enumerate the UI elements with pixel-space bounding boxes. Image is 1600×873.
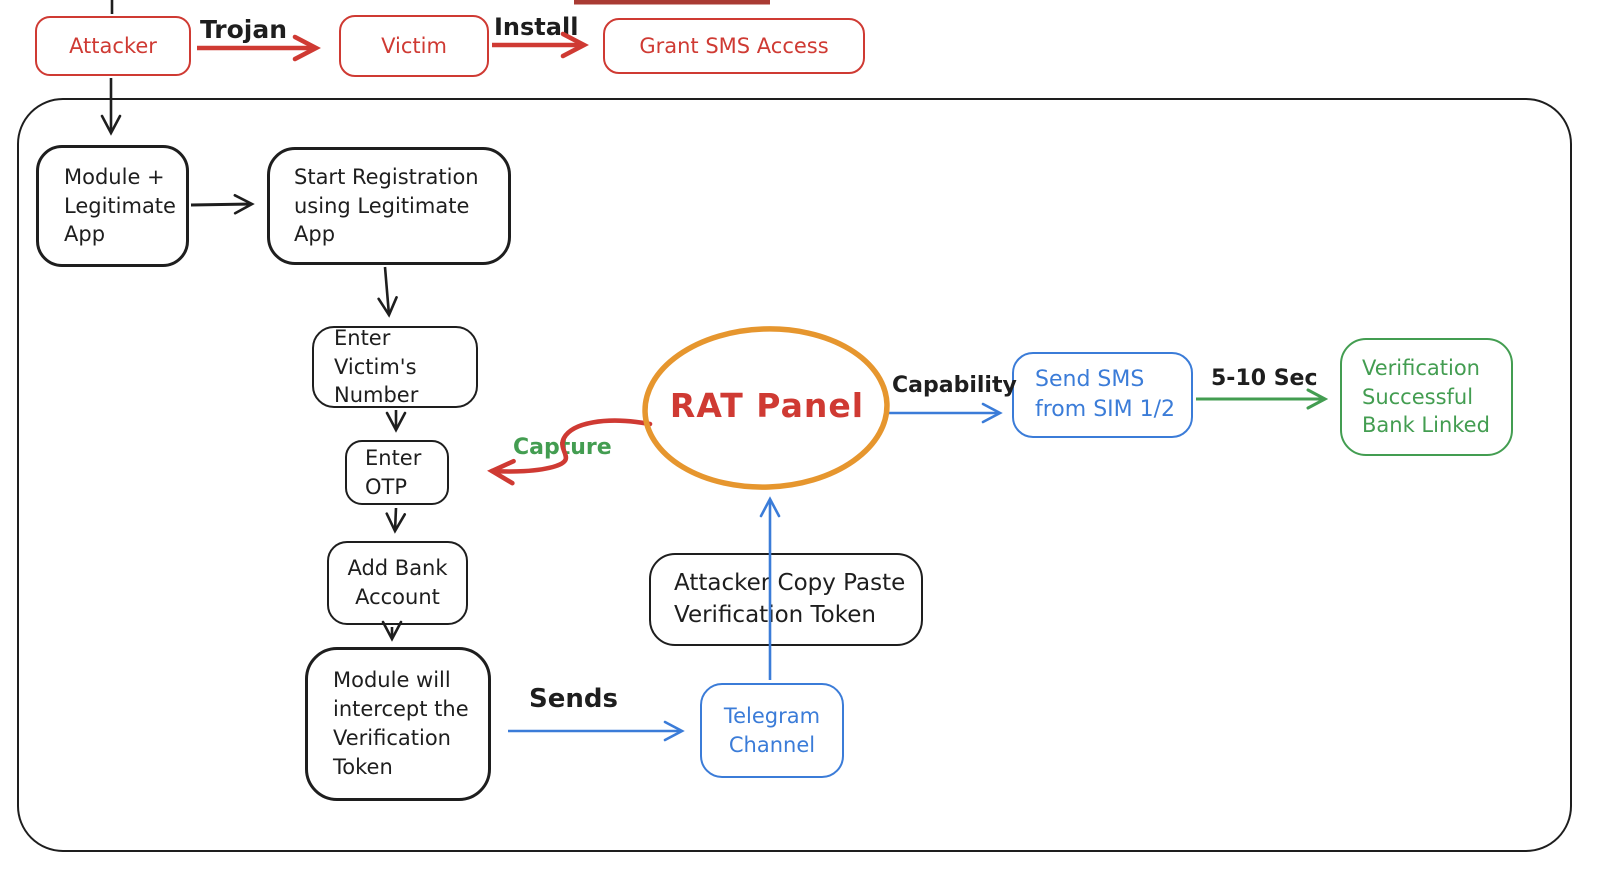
edge-label-trojan: Trojan <box>200 15 288 44</box>
edge-label-5-10-sec: 5-10 Sec <box>1211 366 1318 391</box>
node-send-sms-sim: Send SMS from SIM 1/2 <box>1012 352 1193 438</box>
edge-label-capability: Capability <box>892 373 1017 398</box>
node-module-intercept-token: Module will intercept the Verification T… <box>305 647 491 801</box>
node-verification-successful: Verification Successful Bank Linked <box>1340 338 1513 456</box>
main-flow-container <box>17 98 1572 852</box>
node-attacker-copy-paste: Attacker Copy Paste Verification Token <box>649 553 923 646</box>
node-module-legitimate-app: Module + Legitimate App <box>36 145 189 267</box>
node-victim: Victim <box>339 15 489 77</box>
node-enter-victims-number: Enter Victim's Number <box>312 326 478 408</box>
node-rat-panel-label: RAT Panel <box>669 386 865 425</box>
edge-label-sends: Sends <box>529 684 618 714</box>
edge-label-capture: Capture <box>513 435 612 460</box>
node-enter-otp: Enter OTP <box>345 440 449 505</box>
node-attacker: Attacker <box>35 16 191 76</box>
node-add-bank-account: Add Bank Account <box>327 541 468 625</box>
node-telegram-channel: Telegram Channel <box>700 683 844 778</box>
edge-label-install: Install <box>494 13 579 41</box>
node-grant-sms-access: Grant SMS Access <box>603 18 865 74</box>
node-start-registration: Start Registration using Legitimate App <box>267 147 511 265</box>
